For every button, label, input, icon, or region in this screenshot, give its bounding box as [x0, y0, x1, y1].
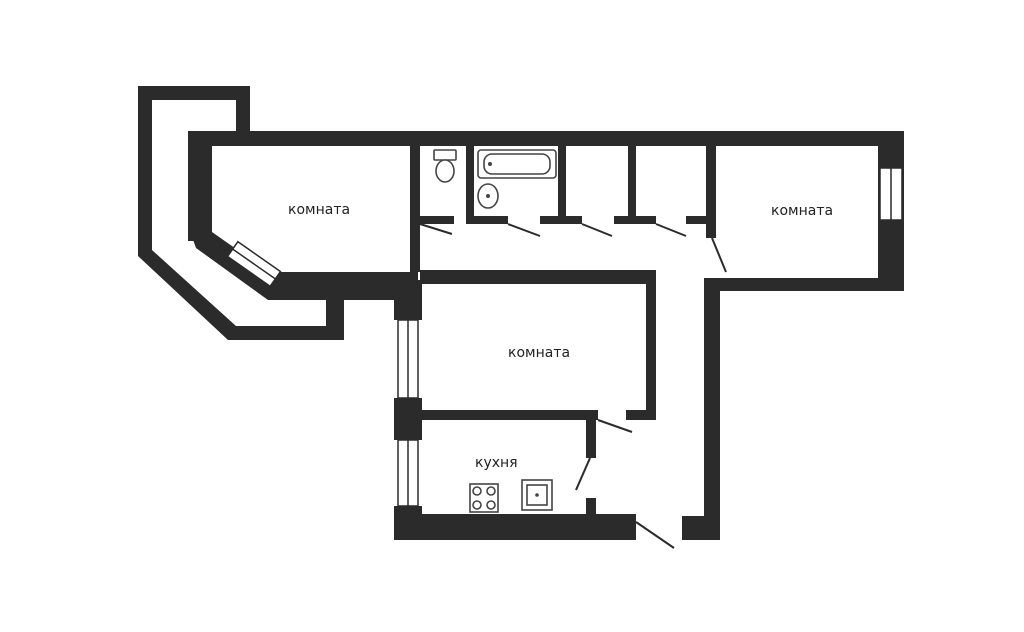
room-label-right: комната — [771, 203, 833, 219]
stove-icon — [469, 483, 499, 513]
toilet-icon — [433, 149, 457, 183]
bathtub-icon — [477, 149, 557, 179]
room-label-kitchen: кухня — [475, 455, 518, 471]
kitchen-sink-icon — [521, 479, 553, 511]
doors — [419, 223, 727, 549]
windows — [226, 167, 903, 507]
room-label-center: комната — [508, 345, 570, 361]
interior-walls — [410, 146, 716, 514]
sink-icon — [477, 183, 499, 209]
room-label-left: комната — [288, 202, 350, 218]
